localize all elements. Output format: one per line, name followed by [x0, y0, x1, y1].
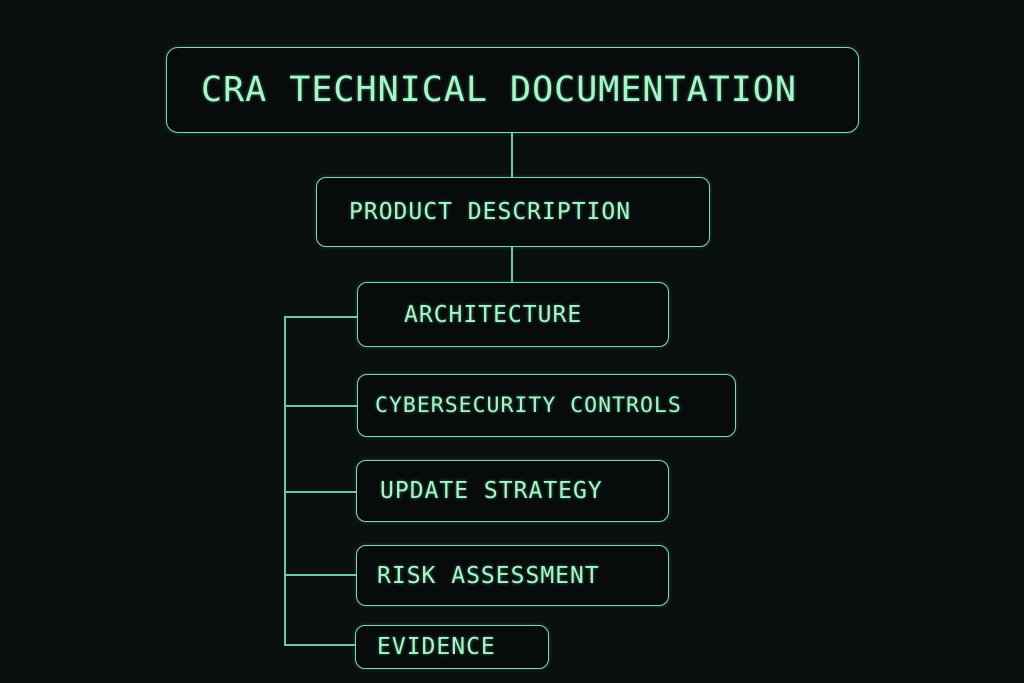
- node-update-strategy: UPDATE STRATEGY: [356, 460, 669, 522]
- branch-architecture: [284, 316, 357, 318]
- node-product-description: PRODUCT DESCRIPTION: [316, 177, 710, 247]
- node-label: EVIDENCE: [377, 634, 496, 660]
- branch-evidence: [284, 644, 355, 646]
- node-root-label: CRA TECHNICAL DOCUMENTATION: [201, 70, 797, 110]
- node-evidence: EVIDENCE: [355, 625, 549, 669]
- node-label: ARCHITECTURE: [404, 301, 583, 328]
- node-label: UPDATE STRATEGY: [380, 478, 603, 504]
- node-cybersecurity-controls: CYBERSECURITY CONTROLS: [357, 374, 736, 437]
- trunk-line: [284, 316, 286, 644]
- connector-root-product: [511, 132, 513, 177]
- node-label: PRODUCT DESCRIPTION: [349, 199, 632, 225]
- branch-update: [284, 491, 356, 493]
- node-label: CYBERSECURITY CONTROLS: [375, 393, 682, 418]
- branch-cybersecurity: [284, 405, 357, 407]
- branch-risk: [284, 574, 356, 576]
- node-root: CRA TECHNICAL DOCUMENTATION: [166, 47, 859, 133]
- connector-product-architecture: [511, 246, 513, 282]
- node-architecture: ARCHITECTURE: [357, 282, 669, 347]
- node-risk-assessment: RISK ASSESSMENT: [356, 545, 669, 606]
- node-label: RISK ASSESSMENT: [377, 562, 600, 589]
